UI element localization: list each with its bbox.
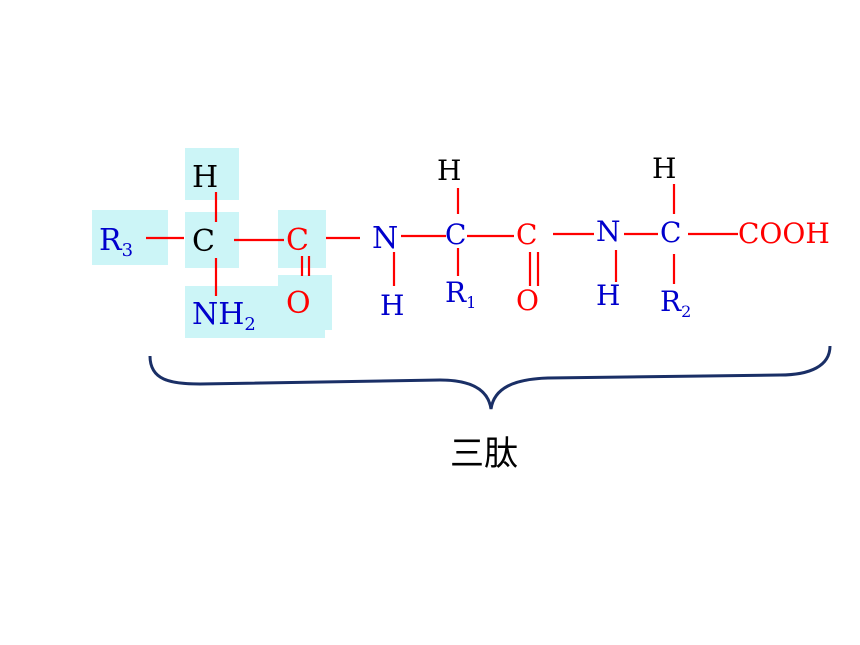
tripeptide-caption: 三肽 — [450, 434, 518, 474]
highlight-top-h — [185, 148, 239, 200]
residue2-h: H — [652, 152, 676, 185]
bonds — [146, 184, 738, 296]
r3-label: R3 — [99, 223, 133, 261]
carbonyl-oxygen-1: O — [516, 284, 539, 317]
carbonyl-oxygen-3: O — [286, 286, 311, 321]
amide-nitrogen-2: N — [596, 215, 621, 248]
amide-nitrogen-1: N — [372, 221, 398, 256]
carbonyl-carbon-1: C — [516, 218, 537, 251]
r1-label: R1 — [445, 276, 476, 312]
amino-group: NH2 — [192, 297, 256, 335]
alpha-carbon-2: C — [660, 216, 681, 249]
highlight-carbonyl-o — [278, 275, 332, 330]
top-h-atom: H — [192, 160, 218, 195]
underbrace — [148, 345, 832, 410]
highlight-alpha-c — [185, 212, 239, 268]
residue-3: R3 H C NH2 C O — [99, 160, 311, 335]
residue-2: H C R2 COOH — [652, 152, 830, 321]
peptide-bond-2: N H — [596, 215, 621, 312]
r2-label: R2 — [660, 285, 691, 321]
carboxyl-group: COOH — [738, 217, 830, 250]
residue-1: H C R1 C O — [437, 154, 539, 317]
alpha-carbon-3: C — [192, 224, 215, 259]
residue1-h: H — [437, 154, 461, 187]
amide-hydrogen-2: H — [596, 279, 620, 312]
alpha-carbon-1: C — [445, 218, 466, 251]
amide-hydrogen-1: H — [380, 289, 404, 322]
carbonyl-carbon-3: C — [286, 223, 309, 258]
peptide-bond-1: N H — [372, 221, 404, 322]
